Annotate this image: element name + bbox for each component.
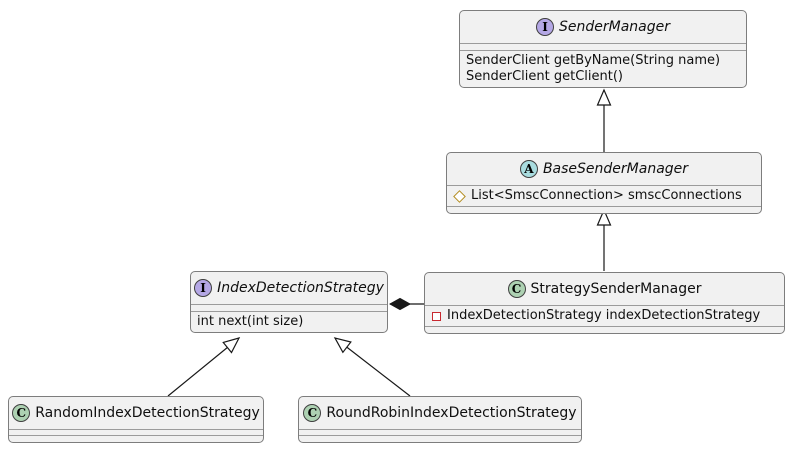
class-name: StrategySenderManager [530,281,702,297]
extends-arrow-randomindexdetectionstrategy-to-indexdetectionstrategy [167,337,241,397]
class-header: I SenderManager [460,11,746,44]
class-header: C StrategySenderManager [425,273,784,306]
protected-field-icon [453,189,466,203]
class-icon: C [507,280,526,298]
field-text: IndexDetectionStrategy indexDetectionStr… [447,308,761,323]
field-text: List<SmscConnection> smscConnections [471,188,742,203]
methods-compartment: int next(int size) [191,312,387,332]
method-item: SenderClient getClient() [466,69,623,84]
fields-compartment: IndexDetectionStrategy indexDetectionStr… [425,306,784,327]
class-box-basesendermanager: A BaseSenderManager List<SmscConnection>… [446,152,762,214]
class-box-strategysendermanager: C StrategySenderManager IndexDetectionSt… [424,272,785,334]
class-name: RoundRobinIndexDetectionStrategy [326,405,577,421]
fields-compartment-empty [191,305,387,312]
class-header: C RoundRobinIndexDetectionStrategy [299,397,581,430]
class-name: SenderManager [559,19,670,35]
class-box-indexdetectionstrategy: I IndexDetectionStrategy int next(int si… [190,271,388,333]
fields-compartment-empty [9,430,263,436]
class-box-randomindexdetectionstrategy: C RandomIndexDetectionStrategy [8,396,264,443]
class-name: RandomIndexDetectionStrategy [35,405,260,421]
method-item: int next(int size) [197,314,304,329]
class-header: A BaseSenderManager [447,153,761,186]
interface-icon: I [194,279,213,297]
field-item: List<SmscConnection> smscConnections [453,188,755,204]
fields-compartment-empty [460,44,746,51]
abstract-class-icon: A [519,160,538,178]
methods-compartment: SenderClient getByName(String name) Send… [460,51,746,87]
methods-compartment-empty [9,436,263,442]
class-box-roundrobinindexdetectionstrategy: C RoundRobinIndexDetectionStrategy [298,396,582,443]
methods-compartment-empty [447,207,761,213]
extends-arrow-roundrobinindexdetectionstrategy-to-indexdetectionstrategy [333,337,411,397]
class-box-sendermanager: I SenderManager SenderClient getByName(S… [459,10,747,88]
field-item: IndexDetectionStrategy indexDetectionStr… [431,308,778,324]
fields-compartment-empty [299,430,581,436]
class-icon: C [303,404,322,422]
private-field-icon [432,311,441,321]
interface-icon: I [536,18,554,36]
class-header: C RandomIndexDetectionStrategy [9,397,263,430]
class-name: BaseSenderManager [542,161,689,177]
methods-compartment-empty [425,327,784,333]
methods-compartment-empty [299,436,581,442]
class-icon: C [12,404,31,422]
fields-compartment: List<SmscConnection> smscConnections [447,186,761,207]
class-header: I IndexDetectionStrategy [191,272,387,305]
class-name: IndexDetectionStrategy [217,280,384,296]
method-item: SenderClient getByName(String name) [466,53,721,68]
